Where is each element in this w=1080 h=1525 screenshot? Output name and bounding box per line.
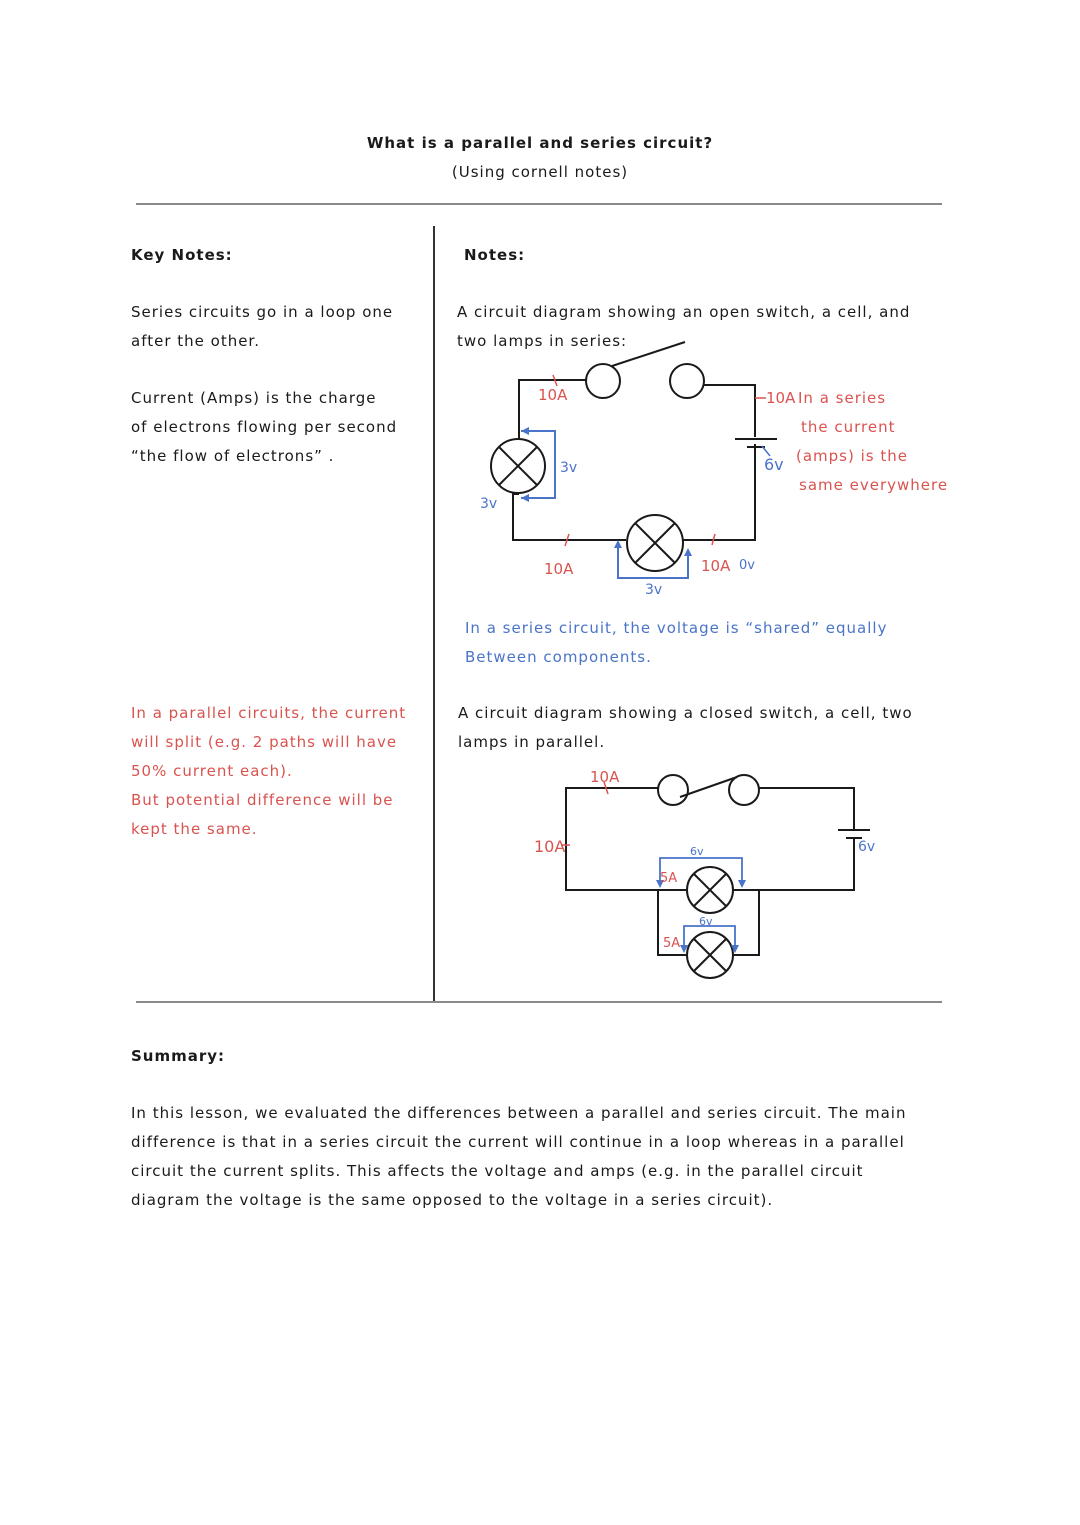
series-key-note: Series circuits go in a loop one after t… [131,303,394,350]
series-voltage-zero-label: 0v [739,558,755,573]
series-current-bottom-right-label: 10A [701,557,731,575]
series-voltage-lamp-left-outer-label: 3v [480,496,497,512]
series-voltage-lamp-left-label: 3v [560,460,577,476]
series-annotation-line-2: the current [801,418,896,436]
series-voltage-cell-label: 6v [764,455,784,474]
column-divider [433,226,435,1002]
series-annotation-line-4: same everywhere [799,476,948,494]
summary-heading: Summary: [131,1047,226,1065]
series-intro-note: A circuit diagram showing an open switch… [457,303,911,350]
top-divider [136,203,942,205]
parallel-voltage-cell-label: 6v [858,839,875,855]
current-key-note: Current (Amps) is the charge of electron… [131,389,398,465]
parallel-current-branch-1-label: 5A [660,871,677,886]
series-voltage-note: In a series circuit, the voltage is “sha… [465,619,888,666]
series-current-top-right-label: 10A [766,389,796,407]
series-voltage-lamp-bottom-label: 3v [645,582,662,598]
series-annotation-line-3: (amps) is the [796,447,908,465]
summary-text: In this lesson, we evaluated the differe… [131,1104,907,1209]
series-current-top-left-label: 10A [538,386,568,404]
parallel-voltage-lamp-2-label: 6v [699,915,713,928]
parallel-voltage-lamp-1-label: 6v [690,845,704,858]
parallel-current-left-label: 10A [534,837,565,856]
parallel-key-note: In a parallel circuits, the current will… [131,704,407,838]
notes-heading: Notes: [464,246,526,264]
bottom-divider [136,1001,942,1003]
parallel-intro-note: A circuit diagram showing a closed switc… [458,704,913,751]
page-title: What is a parallel and series circuit? [366,134,714,152]
series-annotation-line-1: In a series [798,389,886,407]
parallel-current-branch-2-label: 5A [663,936,680,951]
key-notes-heading: Key Notes: [131,246,233,264]
parallel-current-top-label: 10A [590,768,620,786]
series-current-bottom-left-label: 10A [544,560,574,578]
page-subtitle: (Using cornell notes) [451,163,629,181]
